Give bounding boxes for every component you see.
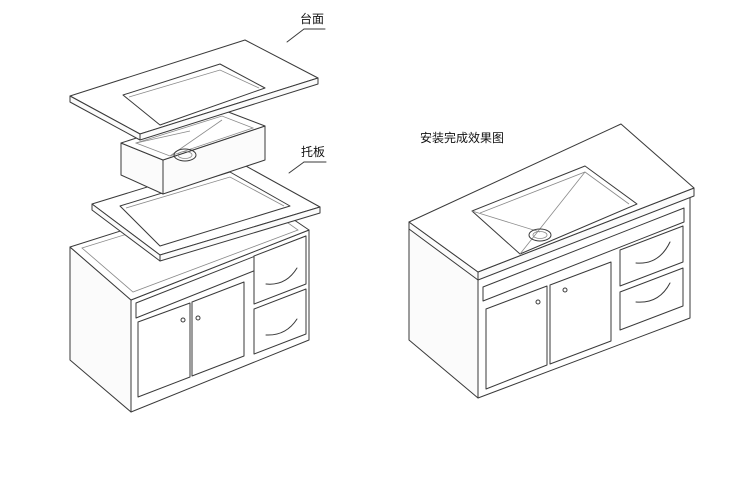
leader-lines [286,28,327,174]
lower-drawer-handle [265,318,298,336]
tray-label: 托板 [301,145,326,159]
installed-top-rail [482,207,685,302]
tray-board [91,159,321,262]
installed-lower-drawer [619,267,684,331]
installed-right-door [549,261,612,365]
installed-upper-drawer [619,225,684,287]
installed-sink-drain [528,228,552,242]
countertop-front-edge [139,77,319,141]
countertop-panel [69,39,319,141]
right-door-knob [195,315,201,321]
installed-upper-drawer-handle [635,241,671,264]
installed-left-door [485,285,548,390]
installed-right-door-knob [562,287,568,293]
left-door-knob [180,317,186,323]
upper-drawer [253,235,307,305]
countertop-label: 台面 [300,12,325,26]
installed-lower-drawer-handle [635,282,671,303]
left-door [137,302,191,398]
tray-board-front-edge [159,206,321,262]
tray-leader [288,161,305,174]
installed-result-label: 安装完成效果图 [420,131,505,145]
upper-drawer-handle [265,267,298,285]
installed-left-door-knob [535,299,541,305]
sink-basin [120,109,266,195]
installed-cabinet [408,123,695,399]
sink-basin-inner [134,115,255,157]
countertop-cutout [122,63,266,126]
sink-drain [173,148,197,162]
countertop-leader [286,28,305,43]
lower-drawer [253,288,307,355]
right-door [191,281,245,377]
